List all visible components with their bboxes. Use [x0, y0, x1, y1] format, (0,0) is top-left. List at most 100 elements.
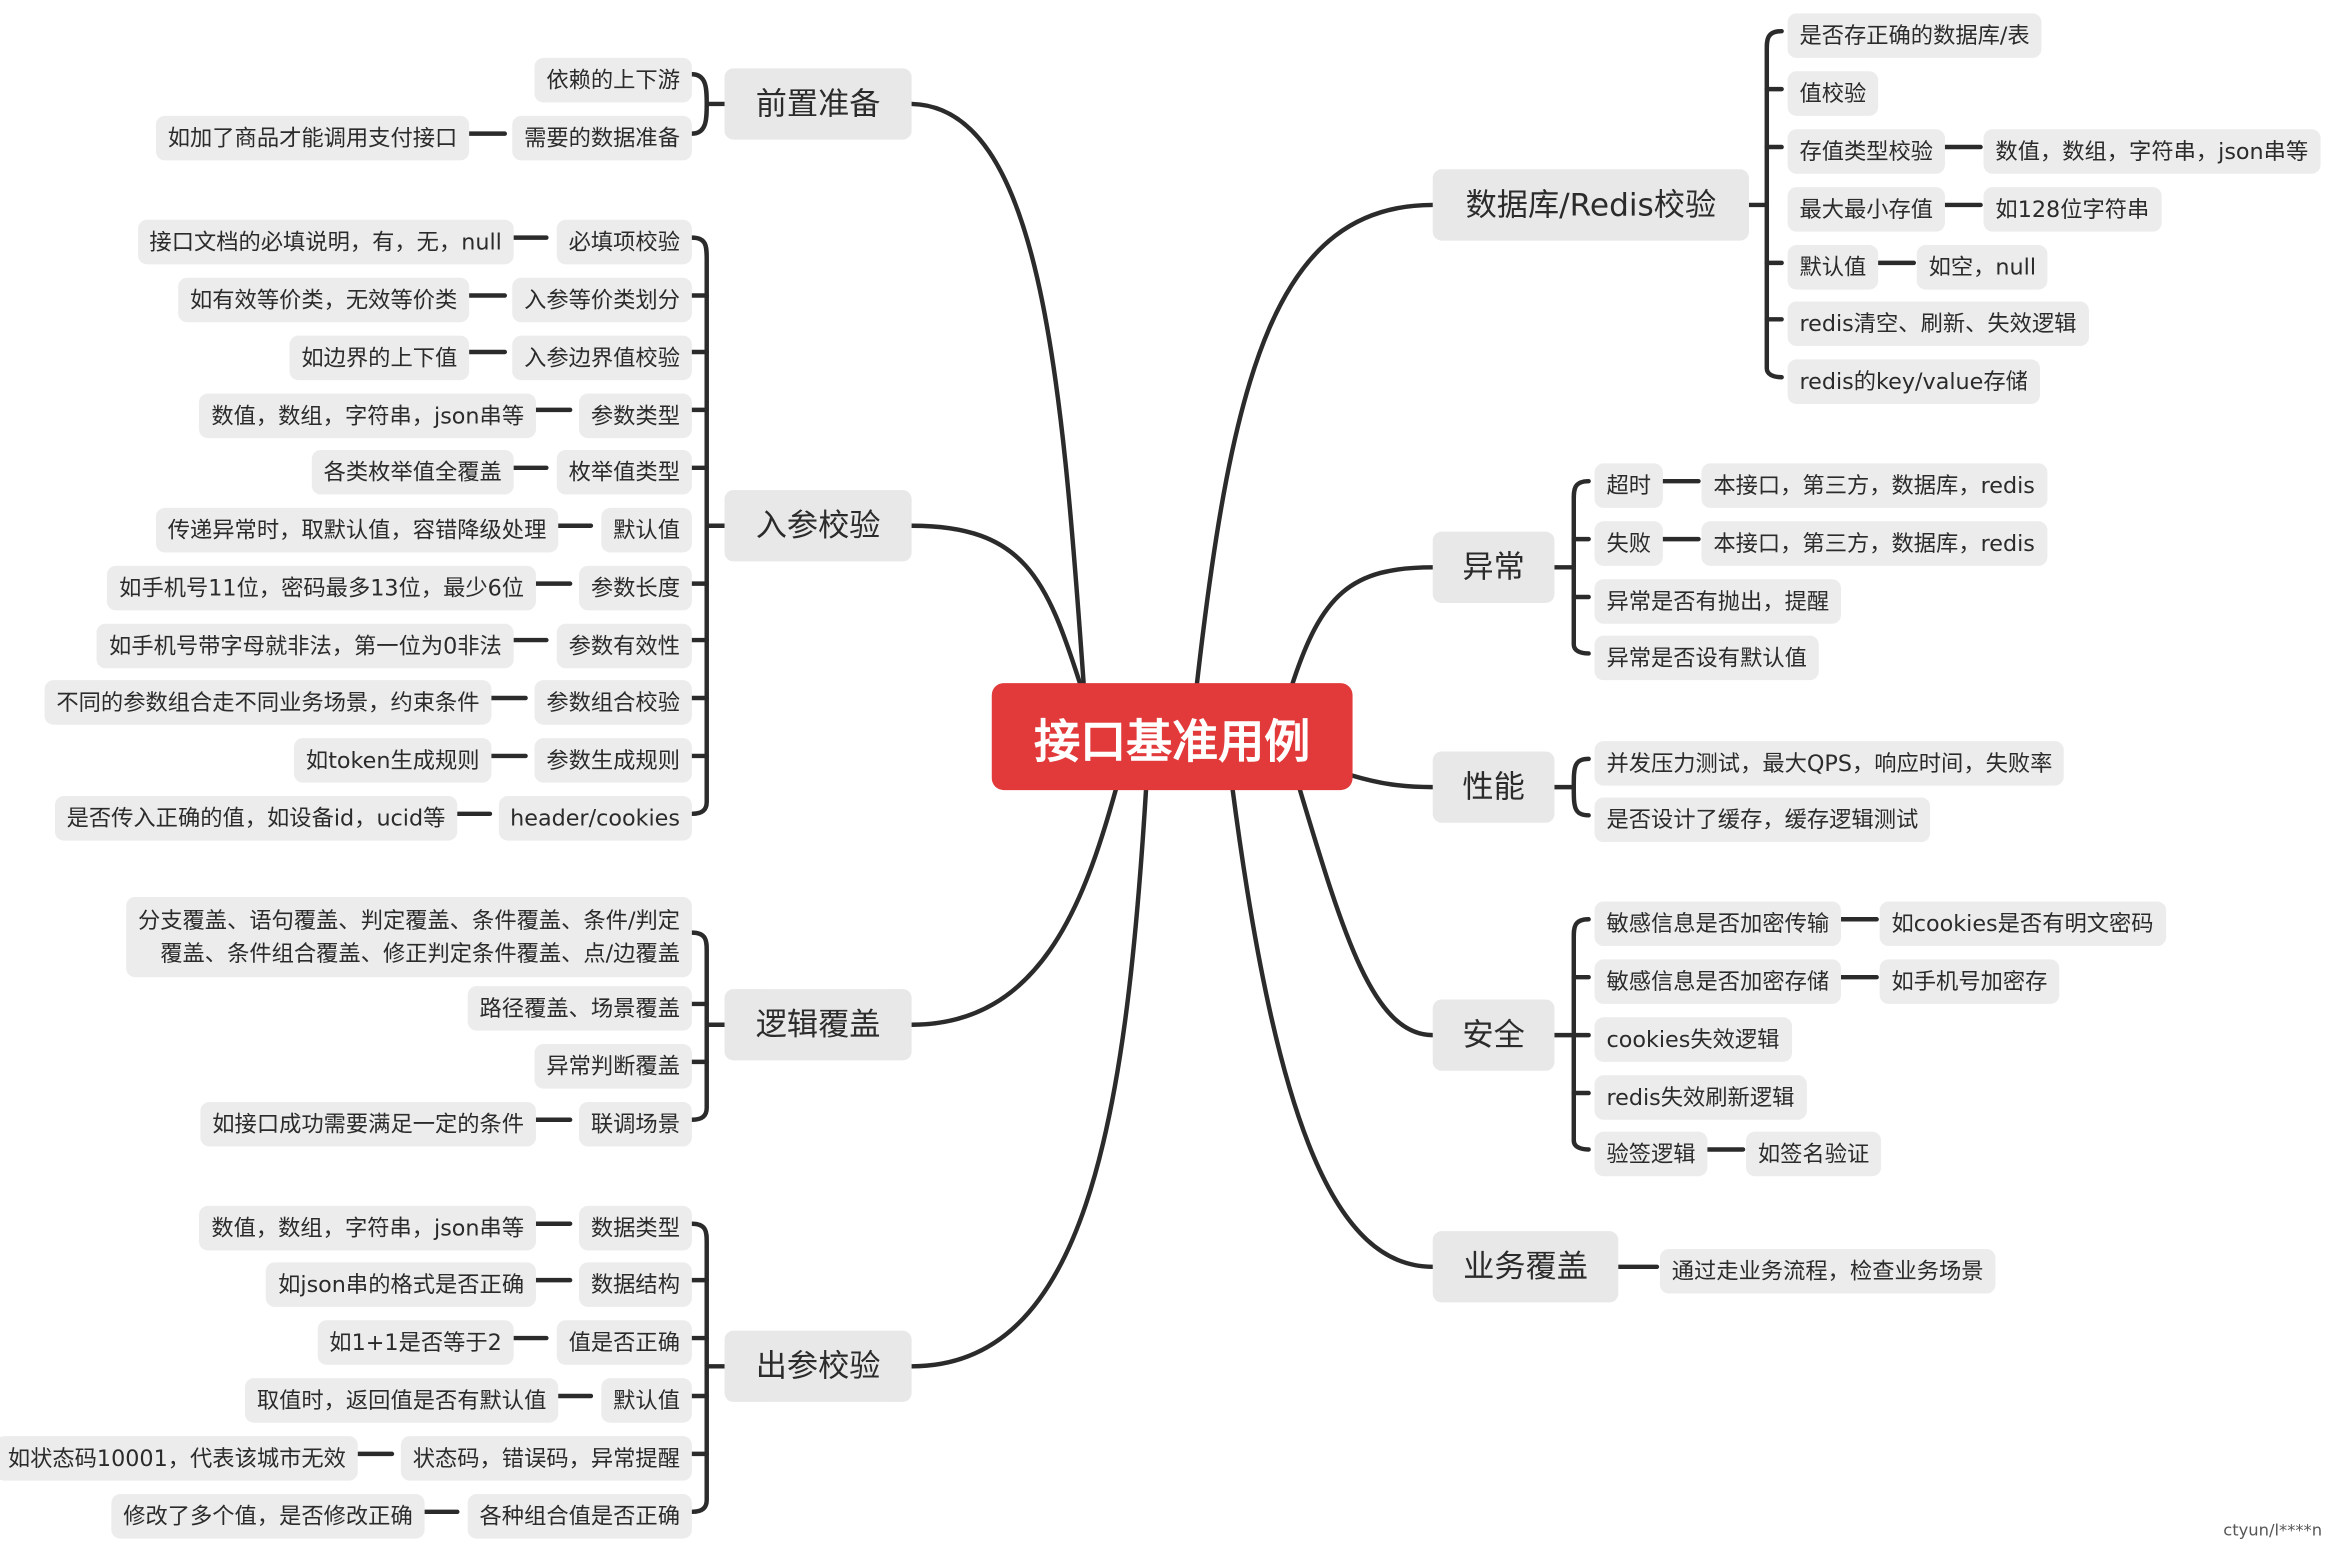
db-item-5[interactable]: redis清空、刷新、失效逻辑	[1787, 301, 2089, 347]
connector-root-db	[1194, 202, 1435, 689]
bracket-input	[689, 235, 727, 817]
connector-root-prep	[909, 101, 1087, 689]
output-item-3[interactable]: 默认值	[601, 1378, 692, 1423]
connector-root-exception	[1289, 565, 1435, 689]
bracket-security-ticks	[1571, 974, 1591, 1096]
input-item-2[interactable]: 入参边界值校验	[512, 335, 692, 381]
logic-item-0[interactable]: 分支覆盖、语句覆盖、判定覆盖、条件覆盖、条件/判定 覆盖、条件组合覆盖、修正判定…	[126, 897, 692, 978]
db-note-4[interactable]: 如空，null	[1916, 245, 2048, 290]
input-item-8[interactable]: 参数组合校验	[534, 680, 692, 725]
root-topic[interactable]: 接口基准用例	[991, 683, 1353, 791]
input-item-1[interactable]: 入参等价类划分	[512, 277, 692, 323]
exception-item-0[interactable]: 超时	[1594, 463, 1663, 508]
note-links-right	[1660, 144, 1983, 1152]
input-note-5[interactable]: 传递异常时，取默认值，容错降级处理	[155, 507, 559, 553]
input-note-3[interactable]: 数值，数组，字符串，json串等	[199, 393, 536, 439]
input-item-10[interactable]: header/cookies	[498, 796, 692, 841]
exception-item-2[interactable]: 异常是否有抛出，提醒	[1594, 579, 1842, 624]
prep-item-1[interactable]: 需要的数据准备	[512, 115, 692, 161]
bracket-prep	[689, 72, 727, 136]
output-note-4[interactable]: 如状态码10001，代表该城市无效	[0, 1436, 358, 1481]
input-note-0[interactable]: 接口文档的必填说明，有，无，null	[137, 219, 514, 265]
topic-exception[interactable]: 异常	[1432, 531, 1555, 603]
output-item-5[interactable]: 各种组合值是否正确	[467, 1494, 692, 1539]
exception-note-1[interactable]: 本接口，第三方，数据库，redis	[1701, 521, 2047, 566]
bracket-exception-ticks	[1571, 536, 1591, 600]
input-note-8[interactable]: 不同的参数组合走不同业务场景，约束条件	[44, 680, 492, 725]
input-item-6[interactable]: 参数长度	[579, 565, 692, 611]
topic-logic[interactable]: 逻辑覆盖	[724, 989, 912, 1061]
db-note-2[interactable]: 数值，数组，字符串，json串等	[1983, 129, 2321, 174]
input-item-3[interactable]: 参数类型	[579, 393, 692, 439]
output-note-1[interactable]: 如json串的格式是否正确	[266, 1262, 536, 1307]
logic-item-3[interactable]: 联调场景	[579, 1101, 692, 1147]
security-note-4[interactable]: 如签名验证	[1746, 1131, 1882, 1177]
logic-item-2[interactable]: 异常判断覆盖	[534, 1044, 692, 1089]
prep-note-1[interactable]: 如加了商品才能调用支付接口	[155, 115, 470, 161]
topic-db[interactable]: 数据库/Redis校验	[1432, 169, 1749, 241]
topic-input[interactable]: 入参校验	[724, 490, 912, 562]
input-item-4[interactable]: 枚举值类型	[556, 449, 692, 495]
business-item-0[interactable]: 通过走业务流程，检查业务场景	[1659, 1248, 1996, 1294]
prep-item-0[interactable]: 依赖的上下游	[534, 57, 692, 103]
exception-note-0[interactable]: 本接口，第三方，数据库，redis	[1701, 463, 2047, 508]
topic-output[interactable]: 出参校验	[724, 1330, 912, 1402]
output-note-0[interactable]: 数值，数组，字符串，json串等	[199, 1205, 536, 1251]
output-note-2[interactable]: 如1+1是否等于2	[317, 1320, 514, 1365]
logic-note-3[interactable]: 如接口成功需要满足一定的条件	[200, 1101, 536, 1147]
bracket-db	[1746, 28, 1784, 380]
db-item-6[interactable]: redis的key/value存储	[1787, 359, 2040, 404]
db-item-2[interactable]: 存值类型校验	[1787, 129, 1945, 174]
db-item-0[interactable]: 是否存正确的数据库/表	[1787, 13, 2042, 58]
security-item-1[interactable]: 敏感信息是否加密存储	[1594, 959, 1842, 1004]
topic-security[interactable]: 安全	[1432, 999, 1555, 1071]
note-links-left-bottom	[355, 1117, 594, 1515]
input-note-2[interactable]: 如边界的上下值	[289, 335, 470, 381]
logic-item-0-line1: 分支覆盖、语句覆盖、判定覆盖、条件覆盖、条件/判定	[137, 907, 680, 935]
bracket-output	[689, 1221, 727, 1515]
bracket-logic-ticks	[689, 1001, 709, 1065]
output-item-4[interactable]: 状态码，错误码，异常提醒	[400, 1436, 692, 1481]
bracket-logic	[689, 930, 727, 1122]
logic-item-1[interactable]: 路径覆盖、场景覆盖	[467, 986, 692, 1031]
connector-root-business	[1230, 784, 1435, 1270]
perf-item-0[interactable]: 并发压力测试，最大QPS，响应时间，失败率	[1594, 741, 2065, 786]
output-item-1[interactable]: 数据结构	[579, 1262, 692, 1307]
security-item-2[interactable]: cookies失效逻辑	[1594, 1017, 1792, 1062]
note-links-left-top	[455, 131, 594, 817]
output-item-0[interactable]: 数据类型	[579, 1205, 692, 1251]
db-note-3[interactable]: 如128位字符串	[1983, 187, 2162, 232]
input-note-4[interactable]: 各类枚举值全覆盖	[311, 449, 514, 495]
security-item-3[interactable]: redis失效刷新逻辑	[1594, 1075, 1807, 1120]
input-note-7[interactable]: 如手机号带字母就非法，第一位为0非法	[97, 623, 514, 669]
output-note-3[interactable]: 取值时，返回值是否有默认值	[244, 1378, 559, 1423]
topic-prep[interactable]: 前置准备	[724, 68, 912, 140]
security-note-0[interactable]: 如cookies是否有明文密码	[1879, 901, 2166, 947]
db-item-1[interactable]: 值校验	[1787, 71, 1879, 116]
perf-item-1[interactable]: 是否设计了缓存，缓存逻辑测试	[1594, 797, 1931, 843]
input-item-0[interactable]: 必填项校验	[556, 219, 692, 265]
input-item-7[interactable]: 参数有效性	[556, 623, 692, 669]
output-note-5[interactable]: 修改了多个值，是否修改正确	[111, 1494, 425, 1539]
topic-perf[interactable]: 性能	[1432, 751, 1555, 823]
exception-item-1[interactable]: 失败	[1594, 521, 1663, 566]
input-note-9[interactable]: 如token生成规则	[294, 738, 492, 783]
db-item-3[interactable]: 最大最小存值	[1787, 187, 1945, 232]
input-note-1[interactable]: 如有效等价类，无效等价类	[178, 277, 470, 323]
watermark: ctyun/l****n	[2223, 1520, 2323, 1541]
connector-root-logic	[909, 784, 1119, 1027]
logic-item-0-line2: 覆盖、条件组合覆盖、修正判定条件覆盖、点/边覆盖	[160, 940, 680, 967]
input-item-5[interactable]: 默认值	[601, 507, 692, 553]
input-note-10[interactable]: 是否传入正确的值，如设备id，ucid等	[54, 796, 458, 841]
security-note-1[interactable]: 如手机号加密存	[1879, 959, 2060, 1004]
exception-item-3[interactable]: 异常是否设有默认值	[1594, 635, 1819, 681]
input-item-9[interactable]: 参数生成规则	[534, 738, 692, 783]
security-item-0[interactable]: 敏感信息是否加密传输	[1594, 901, 1842, 947]
output-item-2[interactable]: 值是否正确	[556, 1320, 692, 1365]
input-note-6[interactable]: 如手机号11位，密码最多13位，最少6位	[107, 565, 536, 611]
bracket-perf	[1552, 756, 1591, 818]
db-item-4[interactable]: 默认值	[1787, 245, 1879, 290]
security-item-4[interactable]: 验签逻辑	[1594, 1131, 1708, 1177]
topic-business[interactable]: 业务覆盖	[1432, 1231, 1619, 1303]
